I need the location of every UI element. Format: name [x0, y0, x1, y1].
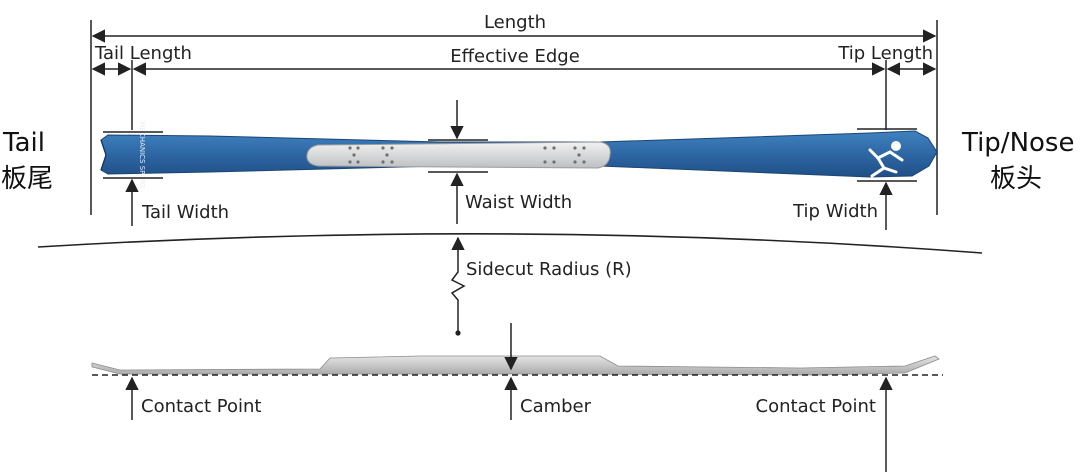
tail-length-label: Tail Length	[94, 43, 192, 64]
effective-edge-label: Effective Edge	[450, 46, 580, 67]
camber-label: Camber	[520, 396, 592, 417]
contact-point-right-label: Contact Point	[756, 396, 876, 417]
camber-marker: Camber	[504, 323, 592, 420]
length-dimension: Length	[90, 12, 938, 215]
tail-width-label: Tail Width	[141, 202, 229, 223]
tail-length-dimension: Tail Length	[91, 43, 192, 76]
effective-edge-dimension: Effective Edge	[131, 46, 887, 130]
tail-label-en: Tail	[2, 128, 45, 158]
tip-label-en: Tip/Nose	[961, 128, 1074, 158]
ski-profile-body	[91, 355, 940, 376]
tip-width-label: Tip Width	[792, 201, 878, 222]
tip-side-label: Tip/Nose 板头	[961, 128, 1074, 194]
tip-length-label: Tip Length	[837, 43, 933, 64]
tail-width-marker: Tail Width	[103, 131, 229, 226]
waist-width-marker: Waist Width	[428, 100, 572, 224]
contact-point-left-marker: Contact Point	[125, 376, 261, 420]
ski-top-view: MECHANICS SPORT	[100, 121, 938, 189]
waist-width-label: Waist Width	[465, 192, 572, 213]
radius-zigzag	[450, 236, 466, 333]
tip-length-dimension: Tip Length	[837, 43, 937, 76]
tip-label-zh: 板头	[990, 164, 1042, 194]
ski-brand-text: MECHANICS SPORT	[138, 121, 146, 189]
sidecut-radius-label: Sidecut Radius (R)	[466, 259, 632, 280]
tip-width-marker: Tip Width	[792, 128, 917, 230]
contact-point-left-label: Contact Point	[141, 396, 261, 417]
radius-center-point	[455, 330, 461, 336]
tail-side-label: Tail 板尾	[1, 128, 53, 194]
contact-point-right-marker: Contact Point	[756, 376, 893, 472]
sidecut-arc	[37, 233, 983, 254]
length-label: Length	[484, 12, 546, 33]
ski-side-profile	[91, 355, 943, 376]
tail-label-zh: 板尾	[1, 164, 53, 194]
sidecut-radius: Sidecut Radius (R)	[37, 233, 983, 336]
binding-screws	[348, 146, 586, 164]
skier-logo	[868, 141, 904, 178]
